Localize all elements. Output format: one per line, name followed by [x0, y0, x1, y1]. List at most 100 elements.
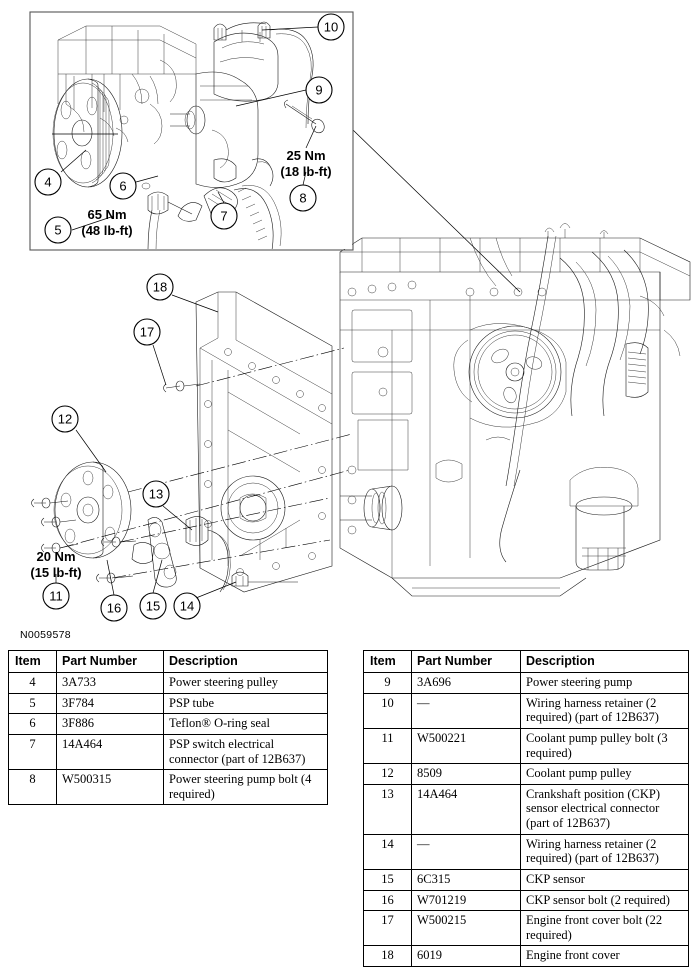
callout-circle [100, 594, 128, 622]
cell-part: 8509 [411, 763, 521, 785]
cell-item: 4 [8, 672, 57, 694]
cell-desc: PSP switch electrical connector (part of… [163, 733, 328, 771]
callout-16: 16 [100, 594, 128, 622]
callout-5: 5 [44, 216, 72, 244]
cell-item: 16 [363, 889, 412, 912]
callout-number: 9 [315, 83, 322, 98]
torque-lbft: (48 lb-ft) [81, 223, 132, 238]
column-header-part: Part Number [411, 650, 521, 673]
cell-part: 3A696 [411, 672, 521, 694]
callout-number: 6 [119, 179, 126, 194]
cell-desc: Coolant pump pulley [520, 763, 689, 785]
column-header-part: Part Number [56, 650, 164, 673]
torque-spec-label: 20 Nm(15 lb-ft) [30, 549, 81, 580]
callout-6: 6 [109, 172, 137, 200]
ckp-connector-illustration [185, 516, 231, 593]
cell-desc: Coolant pump pulley bolt (3 required) [520, 727, 689, 765]
column-header-desc: Description [163, 650, 328, 673]
torque-lbft: (15 lb-ft) [30, 565, 81, 580]
callout-circle [133, 318, 161, 346]
cell-part: — [411, 692, 521, 729]
callout-number: 4 [44, 175, 51, 190]
cell-desc: CKP sensor [520, 868, 689, 891]
callout-number: 17 [140, 325, 154, 340]
callout-number: 15 [146, 599, 160, 614]
callout-number: 8 [299, 191, 306, 206]
cell-desc: Teflon® O-ring seal [163, 713, 328, 735]
callout-circle [44, 216, 72, 244]
cell-item: 13 [363, 783, 412, 835]
cell-item: 17 [363, 910, 412, 947]
callout-circle [210, 202, 238, 230]
torque-lbft: (18 lb-ft) [280, 164, 331, 179]
callout-15: 15 [139, 592, 167, 620]
callout-circle [289, 184, 317, 212]
callout-circle [34, 168, 62, 196]
callout-circle [51, 405, 79, 433]
cell-item: 7 [8, 733, 57, 771]
torque-spec-label: 65 Nm(48 lb-ft) [81, 207, 132, 238]
power-steering-detail-illustration [52, 21, 325, 249]
cell-part: 3A733 [56, 672, 164, 694]
coolant-pump-pulley-bolts-illustration [31, 497, 79, 554]
table-row: 14—Wiring harness retainer (2 required) … [363, 833, 689, 870]
callout-number: 11 [49, 589, 63, 604]
cell-part: 6019 [411, 945, 521, 967]
torque-nm: 65 Nm [87, 207, 126, 222]
torque-labels: 65 Nm(48 lb-ft) 25 Nm(18 lb-ft) 20 Nm(15 l… [30, 148, 331, 580]
cell-item: 14 [363, 833, 412, 870]
inset-leader-lines [52, 26, 319, 231]
cell-part: W500215 [411, 910, 521, 947]
table-row: 10—Wiring harness retainer (2 required) … [363, 692, 689, 729]
cell-desc: Wiring harness retainer (2 required) (pa… [520, 833, 689, 870]
torque-spec-label: 25 Nm(18 lb-ft) [280, 148, 331, 179]
coolant-pump-pulley-illustration [53, 461, 132, 559]
callout-circle [139, 592, 167, 620]
cell-part: 6C315 [411, 868, 521, 891]
torque-nm: 20 Nm [36, 549, 75, 564]
cell-part: 14A464 [56, 733, 164, 771]
main-leader-lines [55, 294, 237, 599]
callout-11: 11 [42, 582, 70, 610]
cell-desc: Power steering pulley [163, 672, 328, 694]
ckp-sensor-bolts-illustration [96, 536, 137, 584]
torque-nm: 25 Nm [286, 148, 325, 163]
callout-number: 14 [180, 599, 194, 614]
cell-desc: Engine front cover [520, 945, 689, 967]
callout-circle [173, 592, 201, 620]
cell-item: 8 [8, 769, 57, 806]
inset-detail-frame [29, 11, 354, 251]
callout-number: 5 [54, 223, 61, 238]
cell-part: 14A464 [411, 783, 521, 835]
engine-block-illustration [339, 223, 691, 597]
callout-number: 7 [220, 209, 227, 224]
callout-circle [305, 76, 333, 104]
column-header-desc: Description [520, 650, 689, 673]
callout-10: 10 [317, 13, 345, 41]
cell-desc: Engine front cover bolt (22 required) [520, 910, 689, 947]
cell-item: 6 [8, 713, 57, 735]
cell-part: W500315 [56, 769, 164, 806]
callout-13: 13 [142, 480, 170, 508]
callout-circle [317, 13, 345, 41]
callout-14: 14 [173, 592, 201, 620]
cell-part: 3F886 [56, 713, 164, 735]
callout-4: 4 [34, 168, 62, 196]
callout-circle [109, 172, 137, 200]
callout-circle [142, 480, 170, 508]
figure-id-label: N0059578 [20, 629, 71, 641]
callout-circle [146, 273, 174, 301]
callout-8: 8 [289, 184, 317, 212]
callout-circle [42, 582, 70, 610]
